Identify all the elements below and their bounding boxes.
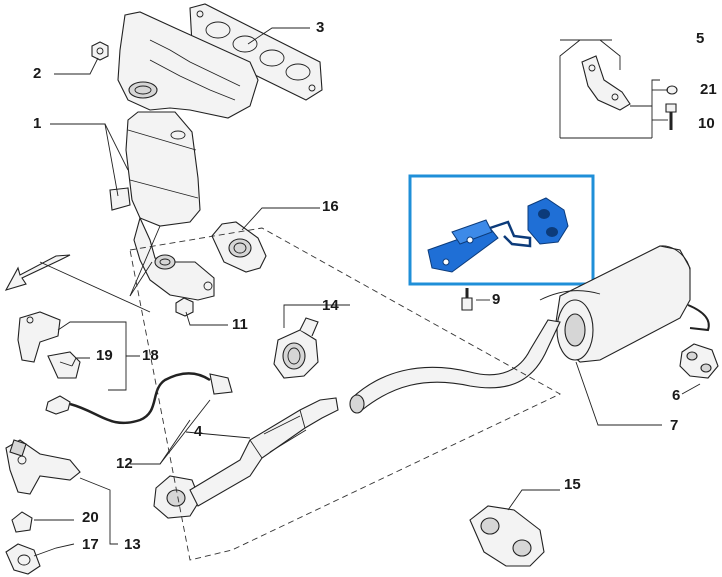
- part-label-3[interactable]: 3: [316, 19, 325, 36]
- leader-lines: [33, 27, 701, 557]
- part-label-19[interactable]: 19: [96, 347, 113, 364]
- sensor-bracket[interactable]: [17, 311, 81, 379]
- nut-11[interactable]: [175, 297, 194, 317]
- part-label-21[interactable]: 21: [700, 81, 717, 98]
- part-label-18[interactable]: 18: [142, 347, 159, 364]
- part-label-11[interactable]: 11: [232, 316, 248, 333]
- assembly-outline: [129, 227, 561, 561]
- part-label-9[interactable]: 9: [492, 291, 501, 308]
- part-label-10[interactable]: 10: [698, 115, 715, 132]
- part-label-2[interactable]: 2: [33, 65, 42, 82]
- rubber-mount-15[interactable]: [469, 505, 545, 567]
- part-label-14[interactable]: 14: [322, 297, 339, 314]
- front-pipe[interactable]: [153, 397, 339, 519]
- part-label-15[interactable]: 15: [564, 476, 581, 493]
- part-label-16[interactable]: 16: [322, 198, 339, 215]
- part-label-17[interactable]: 17: [82, 536, 99, 553]
- clip-20[interactable]: [11, 511, 33, 533]
- bracket-13[interactable]: [5, 439, 81, 495]
- direction-arrow: [4, 254, 151, 313]
- part-label-20[interactable]: 20: [82, 509, 99, 526]
- manifold-catalytic-converter[interactable]: [109, 11, 259, 301]
- gasket-16[interactable]: [211, 221, 267, 273]
- intermediate-pipe[interactable]: [349, 319, 561, 414]
- highlight-frame: [408, 174, 595, 286]
- rear-silencer[interactable]: [539, 245, 710, 363]
- rubber-mount-6[interactable]: [679, 343, 719, 379]
- clip-17[interactable]: [5, 543, 41, 575]
- part-label-1[interactable]: 1: [33, 115, 42, 132]
- part-label-12[interactable]: 12: [116, 455, 133, 472]
- oxygen-sensor[interactable]: [45, 372, 233, 425]
- bolt-9[interactable]: [461, 288, 473, 311]
- nut-2[interactable]: [91, 41, 109, 61]
- washer-21[interactable]: [666, 85, 678, 95]
- part-label-5[interactable]: 5: [696, 30, 705, 47]
- part-label-6[interactable]: 6: [672, 387, 681, 404]
- bolt-10[interactable]: [665, 103, 677, 130]
- mounting-bracket-highlighted[interactable]: [427, 219, 532, 273]
- clamp-14[interactable]: [273, 317, 319, 379]
- bracket-5[interactable]: [581, 55, 631, 111]
- part-label-7[interactable]: 7: [670, 417, 679, 434]
- part-label-13[interactable]: 13: [124, 536, 141, 553]
- manifold-gasket[interactable]: [189, 3, 323, 101]
- rubber-mount-highlighted[interactable]: [527, 197, 569, 245]
- part-label-4[interactable]: 4: [194, 423, 203, 440]
